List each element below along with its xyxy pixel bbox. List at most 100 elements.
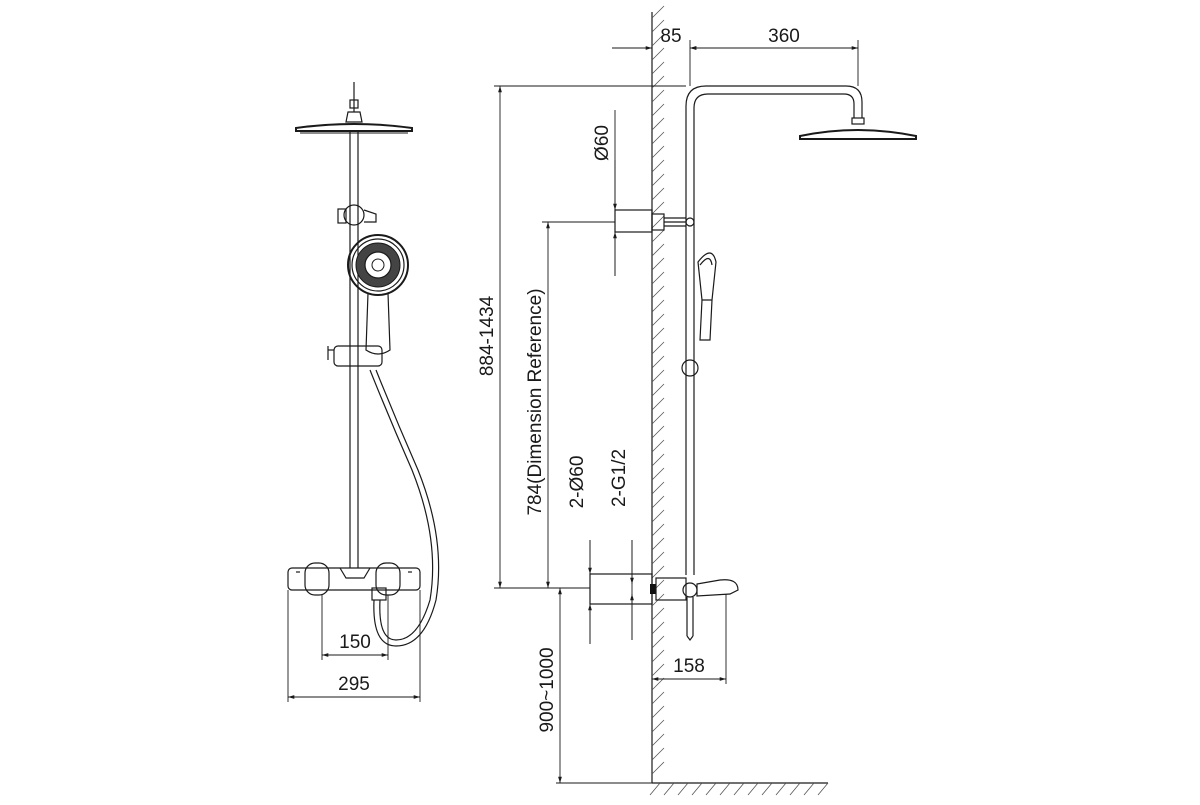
side-mixer <box>589 573 739 641</box>
wall-hatch-line <box>651 691 665 705</box>
wall-hatch-line <box>651 61 665 75</box>
wall-hatch-line <box>651 145 665 159</box>
front-hand-shower <box>327 234 409 367</box>
wall-hatch-line <box>651 89 665 103</box>
wall-hatch-line <box>651 761 665 775</box>
side-view: 85 360 Ø60 884-1434 784(Dimension Refere… <box>477 5 917 796</box>
wall-hatch-line <box>651 243 665 257</box>
wall-hatch-line <box>651 663 665 677</box>
wall-hatch-line <box>651 411 665 425</box>
dim-inlet-spacing: 150 <box>321 595 389 660</box>
front-riser-pipe <box>349 131 359 568</box>
dim-85-label: 85 <box>660 26 681 47</box>
wall-hatch-line <box>651 537 665 551</box>
wall-hatch-line <box>651 495 665 509</box>
dim-295-label: 295 <box>338 674 370 695</box>
wall-hatch-line <box>651 523 665 537</box>
wall-hatch-line <box>651 229 665 243</box>
side-wall-bracket <box>614 209 695 233</box>
dim-900-1000-label: 900~1000 <box>537 647 558 732</box>
dim-360-label: 360 <box>768 26 800 47</box>
floor-hatch-line <box>663 782 675 796</box>
wall-hatch-line <box>651 215 665 229</box>
wall-hatch-line <box>651 5 665 19</box>
dim-784-label: 784(Dimension Reference) <box>525 288 546 515</box>
front-wall-bracket <box>337 204 377 226</box>
wall-hatch-line <box>651 285 665 299</box>
wall-hatch-line <box>651 649 665 663</box>
wall-hatch-line <box>651 369 665 383</box>
front-overhead-shower-head <box>295 82 413 134</box>
wall-hatch-line <box>651 47 665 61</box>
wall-hatch-line <box>651 355 665 369</box>
wall-hatch-line <box>651 733 665 747</box>
floor-hatch-line <box>691 782 703 796</box>
floor <box>649 782 829 796</box>
front-thermostatic-mixer <box>287 562 421 601</box>
dim-bracket-diameter: Ø60 <box>592 110 617 276</box>
wall-hatch-line <box>651 509 665 523</box>
dim-mixer-height: 900~1000 <box>537 588 652 784</box>
wall-hatch-line <box>651 33 665 47</box>
floor-hatch-line <box>817 782 829 796</box>
wall-hatch-line <box>651 635 665 649</box>
dim-arm-length: 360 <box>690 26 859 86</box>
floor-hatch-line <box>747 782 759 796</box>
floor-hatching <box>649 782 829 796</box>
floor-hatch-line <box>733 782 745 796</box>
wall-hatch-line <box>651 257 665 271</box>
dim-mixer-width: 295 <box>287 590 421 702</box>
dim-158-label: 158 <box>673 656 705 677</box>
wall-hatch-line <box>651 159 665 173</box>
floor-hatch-line <box>705 782 717 796</box>
dim-884-1434-label: 884-1434 <box>477 295 498 376</box>
wall-hatch-line <box>651 705 665 719</box>
floor-hatch-line <box>761 782 773 796</box>
wall-hatch-line <box>651 103 665 117</box>
dim-2-o60-label: 2-Ø60 <box>567 456 588 509</box>
wall-hatch-line <box>651 551 665 565</box>
wall-hatch-line <box>651 271 665 285</box>
wall-hatch-line <box>651 467 665 481</box>
wall-hatch-line <box>651 341 665 355</box>
dim-spout-projection: 158 <box>652 594 727 684</box>
floor-hatch-line <box>775 782 787 796</box>
dim-inlet-diameter: 2-Ø60 <box>567 456 592 644</box>
wall-hatch-line <box>651 383 665 397</box>
wall-hatch-line <box>651 565 665 579</box>
wall-hatch-line <box>651 607 665 621</box>
wall-hatch-line <box>651 439 665 453</box>
front-view: 150 295 <box>287 82 440 702</box>
dim-bracket-height: 784(Dimension Reference) <box>525 221 615 588</box>
dim-total-height: 884-1434 <box>477 85 686 589</box>
floor-hatch-line <box>719 782 731 796</box>
dim-150-label: 150 <box>339 632 371 653</box>
wall-hatch-line <box>651 397 665 411</box>
wall-hatch-line <box>651 173 665 187</box>
wall-hatch-line <box>651 131 665 145</box>
wall-hatch-line <box>651 187 665 201</box>
wall-hatch-line <box>651 19 665 33</box>
wall-hatch-line <box>651 313 665 327</box>
floor-hatch-line <box>649 782 661 796</box>
wall-hatch-line <box>651 425 665 439</box>
side-riser-and-arm <box>685 85 917 575</box>
wall-hatch-line <box>651 481 665 495</box>
floor-hatch-line <box>803 782 815 796</box>
dim-arm-offset: 85 <box>612 26 734 86</box>
wall-hatch-line <box>651 677 665 691</box>
dim-2-g1-2-label: 2-G1/2 <box>609 449 630 507</box>
dim-inlet-thread: 2-G1/2 <box>609 449 634 640</box>
wall <box>651 5 665 783</box>
wall-hatch-line <box>651 299 665 313</box>
wall-hatch-line <box>651 453 665 467</box>
wall-hatch-line <box>651 117 665 131</box>
wall-hatch-line <box>651 327 665 341</box>
wall-hatch-line <box>651 719 665 733</box>
side-hand-shower <box>681 252 717 377</box>
floor-hatch-line <box>677 782 689 796</box>
wall-hatch-line <box>651 747 665 761</box>
wall-hatching <box>651 5 665 775</box>
floor-hatch-line <box>789 782 801 796</box>
